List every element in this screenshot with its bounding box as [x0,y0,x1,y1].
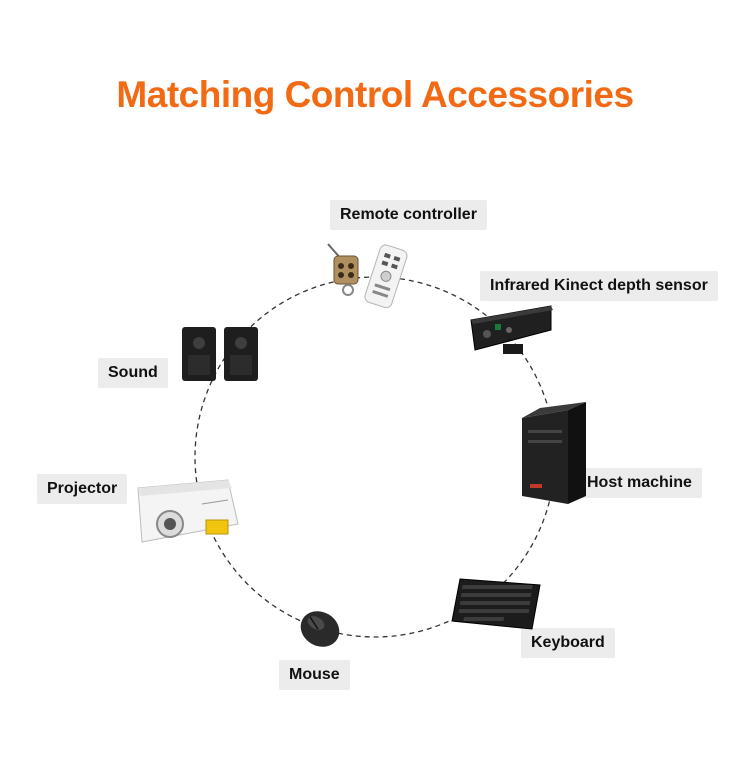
page-title: Matching Control Accessories [116,74,634,115]
desktop-tower-icon [518,400,592,511]
host-machine-label: Host machine [577,468,702,498]
keyboard-label: Keyboard [521,628,615,658]
kinect-sensor-label: Infrared Kinect depth sensor [480,271,718,301]
kinect-sensor-icon [465,300,555,361]
remote-controller-label: Remote controller [330,200,487,230]
speakers-icon [180,325,262,388]
sound-label: Sound [98,358,168,388]
projector-icon [132,478,242,553]
keyboard-icon [450,575,544,636]
remote-controller-icon [320,238,420,313]
mouse-icon [294,603,350,658]
projector-label: Projector [37,474,128,504]
mouse-label: Mouse [279,660,350,690]
